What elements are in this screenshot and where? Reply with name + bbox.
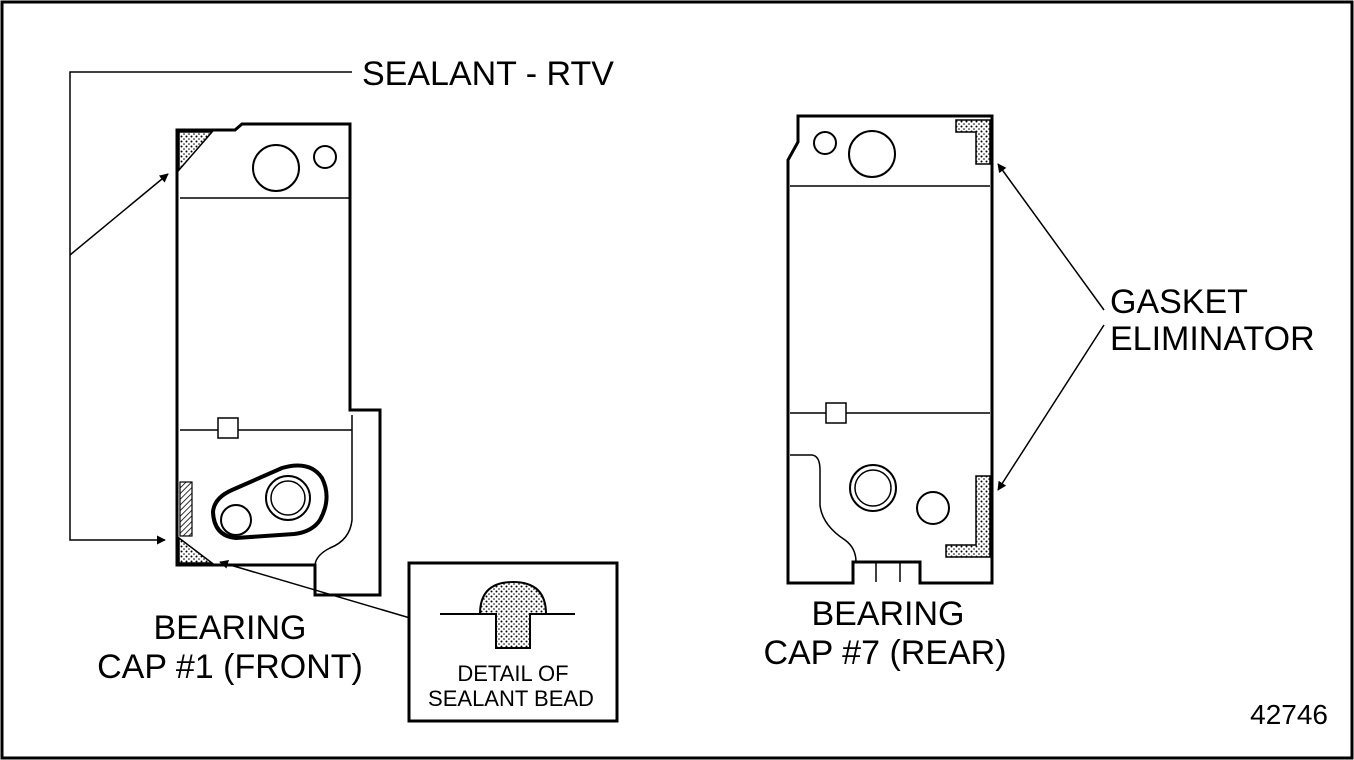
gasket-label-line1: GASKET <box>1110 283 1248 321</box>
sealant-patch-top <box>178 131 214 173</box>
gasket-label-line2: ELIMINATOR <box>1110 320 1315 358</box>
sealant-patch-bottom <box>178 536 215 564</box>
detail-leader <box>219 559 411 619</box>
gasket-patch-top <box>955 119 991 165</box>
detail-label-line2: SEALANT BEAD <box>428 686 594 711</box>
front-bearing-cap <box>175 122 382 597</box>
rear-cap-label-line2: CAP #7 (REAR) <box>763 634 1006 672</box>
rear-bearing-cap <box>786 114 994 585</box>
detail-label-line1: DETAIL OF <box>457 661 568 686</box>
sealant-bead-profile <box>478 580 548 649</box>
front-cap-label-line1: BEARING <box>153 609 306 647</box>
gasket-patch-bottom <box>945 475 991 558</box>
rear-cap-label-line1: BEARING <box>811 595 964 633</box>
detail-box <box>407 561 619 723</box>
sealant-label: SEALANT - RTV <box>362 55 614 93</box>
figure-number: 42746 <box>1250 699 1328 730</box>
front-cap-label-line2: CAP #1 (FRONT) <box>97 648 363 686</box>
gasket-leaders <box>997 163 1105 491</box>
sealant-leaders <box>69 71 352 545</box>
sealant-patch-hatched <box>179 481 193 537</box>
